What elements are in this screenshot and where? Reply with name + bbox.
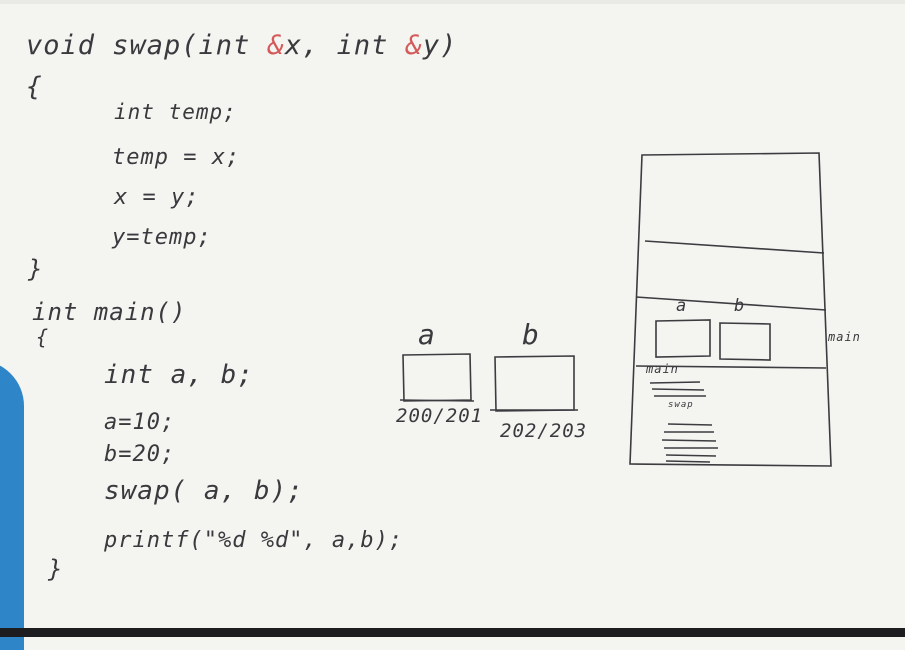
main-signature: int main() — [32, 298, 187, 326]
main-open-brace: { — [36, 325, 50, 349]
scribble — [661, 439, 717, 442]
stack-swap-note: swap — [668, 400, 694, 410]
mem-box-b — [494, 355, 575, 412]
swap-sig-part1: void swap(int — [26, 30, 268, 61]
main-close-brace: } — [48, 555, 64, 583]
swap-line-temp: temp = x; — [112, 145, 241, 170]
stack-divider-1 — [644, 240, 825, 254]
mem-label-b: b — [522, 318, 540, 351]
ampersand-y: & — [405, 30, 423, 61]
main-line-b: b=20; — [104, 442, 176, 467]
stack-box-b — [719, 322, 771, 361]
swap-line-decl: int temp; — [114, 100, 237, 124]
swap-close-brace: } — [28, 255, 44, 283]
mem-label-a: a — [418, 318, 436, 351]
mem-box-a-base — [399, 399, 475, 402]
mem-address-a: 200/201 — [396, 405, 484, 427]
mem-box-a — [402, 353, 472, 402]
stack-divider-3 — [635, 365, 827, 369]
mem-address-b: 202/203 — [500, 420, 588, 442]
stack-label-a: a — [676, 296, 688, 316]
scribble — [649, 381, 701, 384]
scribble — [651, 388, 705, 391]
swap-open-brace: { — [26, 72, 43, 102]
swap-sig-part3: y) — [422, 30, 458, 61]
main-line-swap: swap( a, b); — [104, 476, 304, 506]
swap-sig-part2: x, int — [284, 30, 406, 61]
main-line-a: a=10; — [104, 410, 176, 435]
stack-label-b: b — [734, 296, 746, 316]
stack-frame-main-label: main — [828, 330, 861, 344]
scribble — [665, 454, 717, 457]
presenter-arm — [0, 360, 24, 650]
main-line-decl: int a, b; — [104, 360, 254, 390]
stack-box-a — [655, 319, 711, 358]
video-bottom-bar — [0, 628, 905, 637]
stack-divider-2 — [635, 296, 827, 311]
stack-outline — [629, 152, 832, 467]
ampersand-x: & — [267, 30, 285, 61]
swap-line-x: x = y; — [114, 185, 200, 210]
swap-signature: void swap(int &x, int &y) — [26, 30, 457, 61]
scribble — [667, 423, 713, 426]
scribble — [665, 460, 711, 463]
main-line-printf: printf("%d %d", a,b); — [104, 528, 404, 553]
swap-line-y: y=temp; — [112, 225, 212, 250]
top-edge — [0, 0, 905, 4]
